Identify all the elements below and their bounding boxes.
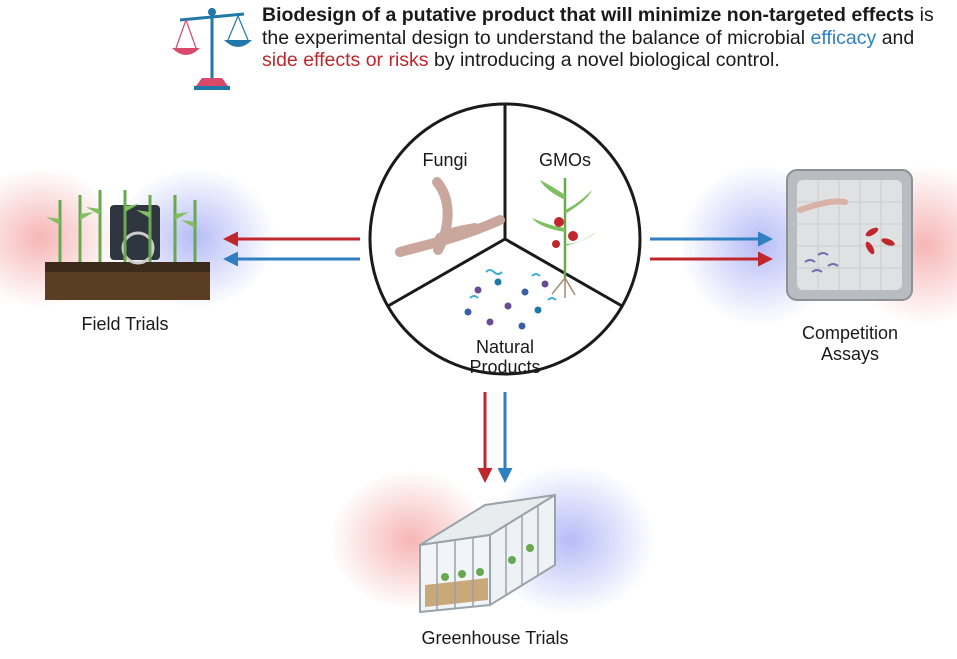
segment-label-gmos: GMOs bbox=[539, 150, 591, 170]
segment-label-fungi: Fungi bbox=[422, 150, 468, 170]
greenhouse-trials-label: Greenhouse Trials bbox=[421, 628, 569, 648]
product-wheel bbox=[368, 102, 642, 376]
gmo-plant-icon bbox=[532, 178, 596, 298]
field-trials-scene bbox=[45, 190, 210, 300]
greenhouse-icon bbox=[419, 493, 556, 614]
headline-side-effects: side effects or risks bbox=[262, 49, 429, 71]
balance-scale-icon bbox=[172, 8, 252, 90]
headline: Biodesign of a putative product that wil… bbox=[262, 4, 942, 72]
field-trials-label: Field Trials bbox=[81, 314, 169, 334]
headline-efficacy: efficacy bbox=[810, 26, 877, 49]
headline-text-before: is the experimental design to understand… bbox=[262, 4, 934, 49]
segment-label-natural-products: Natural Products bbox=[455, 337, 555, 377]
segment-label-natural-line2: Products bbox=[469, 357, 541, 377]
segment-label-natural-line1: Natural bbox=[475, 337, 535, 357]
headline-text-after: by introducing a novel biological contro… bbox=[428, 49, 780, 71]
competition-assay-plate bbox=[786, 169, 913, 301]
fungi-hyphae-icon bbox=[395, 177, 505, 257]
competition-assays-label: Competition Assays bbox=[780, 323, 920, 365]
natural-products-molecules-icon bbox=[464, 269, 557, 330]
competition-label-line2: Assays bbox=[820, 344, 880, 364]
headline-text-and: and bbox=[876, 26, 915, 49]
competition-label-line1: Competition bbox=[801, 323, 899, 343]
headline-bold: Biodesign of a putative product that wil… bbox=[262, 4, 915, 26]
